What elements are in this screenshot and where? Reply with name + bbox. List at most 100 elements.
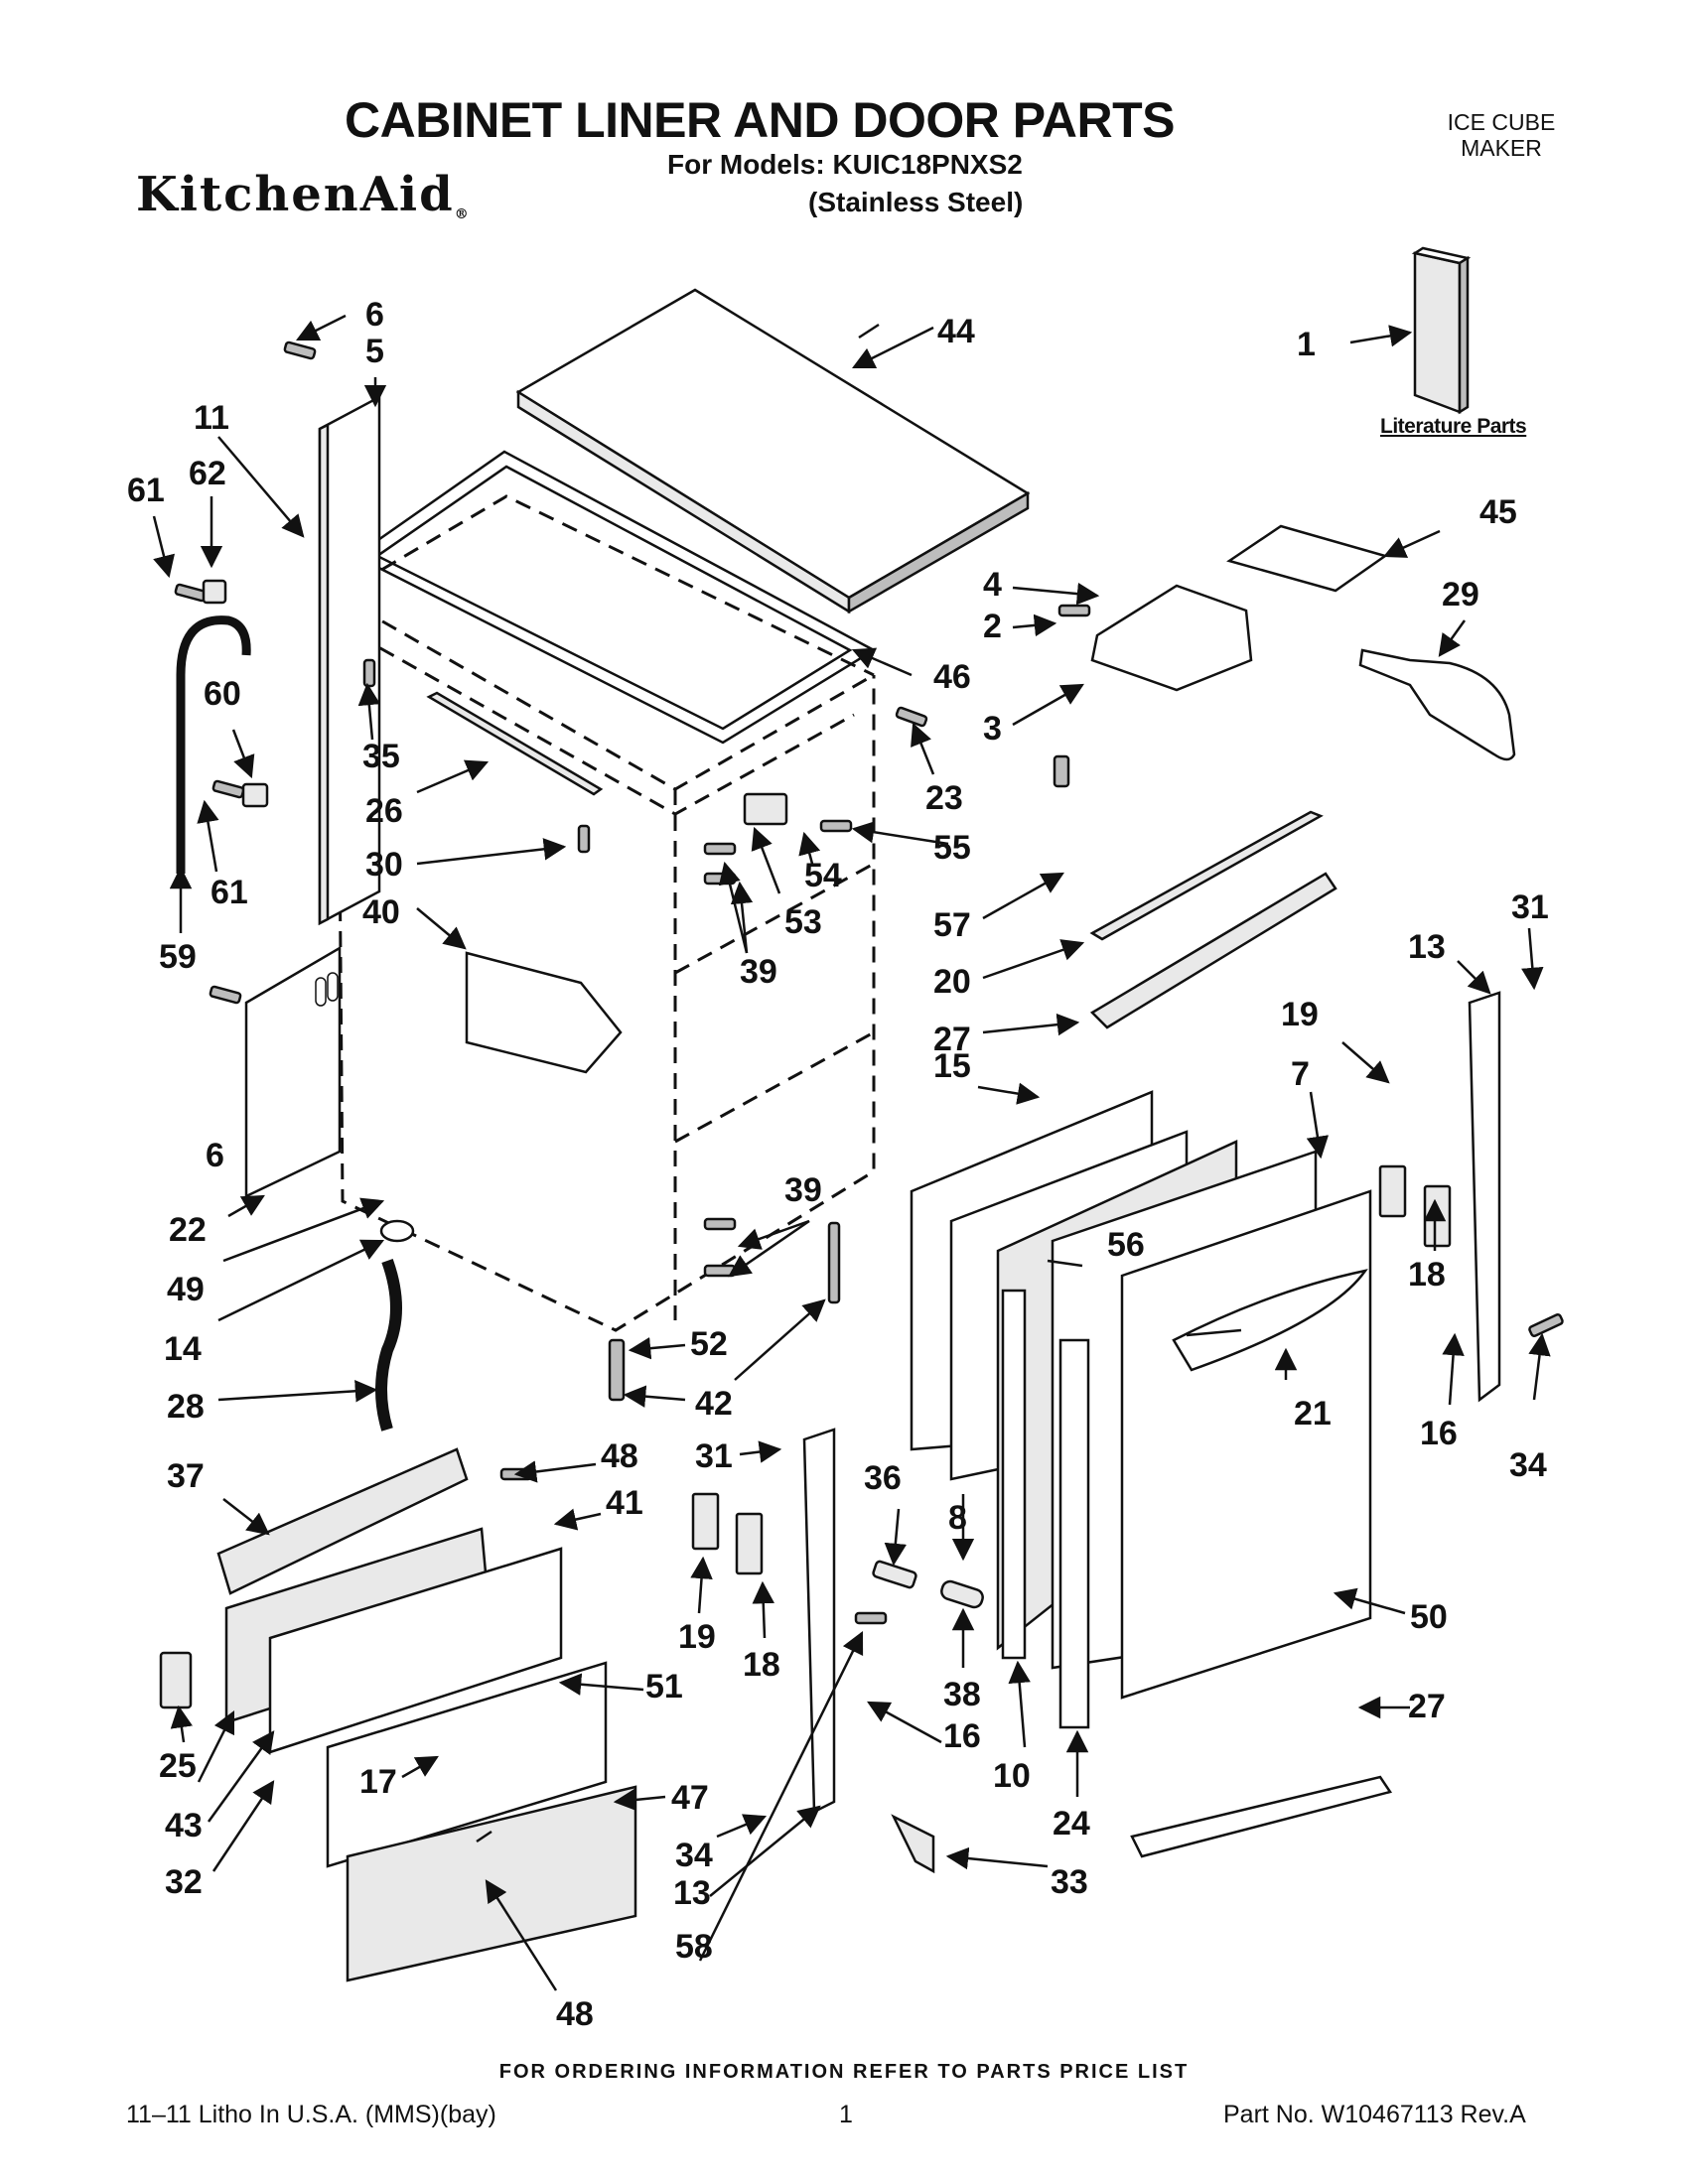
page-number: 1: [839, 2101, 853, 2128]
door-spring-part: [872, 1560, 917, 1589]
callout-14: 14: [164, 1330, 202, 1368]
product-category: ICE CUBE MAKER: [1402, 109, 1601, 161]
hose-clamp-part: [379, 1219, 415, 1243]
liner-gasket-part: [352, 450, 877, 745]
hinge-plate-part-upper: [1378, 1164, 1407, 1218]
callout-58: 58: [675, 1928, 713, 1966]
callout-7: 7: [1291, 1055, 1310, 1093]
callout-31-right: 31: [1511, 888, 1549, 926]
callout-5: 5: [365, 333, 384, 370]
model-variant: (Stainless Steel): [808, 187, 1024, 217]
hinge-bracket-part-upper: [1423, 1184, 1452, 1248]
right-hinge-post-part: [1468, 991, 1501, 1403]
callout-21: 21: [1294, 1395, 1332, 1433]
left-side-panel-part: [318, 394, 381, 926]
model-number-line: For Models: KUIC18PNXS2: [667, 149, 1023, 180]
brand-logo: KitchenAid®: [136, 167, 471, 222]
callout-51: 51: [645, 1668, 683, 1706]
callout-4: 4: [983, 566, 1002, 604]
callout-13-right: 13: [1408, 928, 1446, 966]
liner-rail-part: [426, 691, 604, 796]
grille-panel-part: [326, 1661, 608, 1868]
callout-33: 33: [1051, 1863, 1088, 1901]
hinge-bracket-part-lower: [735, 1512, 764, 1575]
callout-24: 24: [1053, 1805, 1090, 1843]
water-tube-part: [176, 615, 251, 874]
tube-clip-part-lower: [241, 782, 269, 808]
callout-11: 11: [194, 399, 229, 437]
leader-arrows: [152, 314, 1551, 1991]
door-hinge-part: [891, 1814, 935, 1874]
callout-39-upper: 39: [740, 953, 777, 991]
callout-40: 40: [362, 893, 400, 931]
hinge-plate-part-lower: [691, 1492, 720, 1551]
door-trim-strip-left-part: [1001, 1289, 1027, 1660]
literature-parts-label: Literature Parts: [1380, 415, 1527, 438]
ordering-note: FOR ORDERING INFORMATION REFER TO PARTS …: [498, 2061, 1190, 2083]
print-info: 11–11 Litho In U.S.A. (MMS)(bay): [126, 2101, 496, 2128]
product-category-line2: MAKER: [1461, 135, 1542, 161]
callout-1: 1: [1297, 326, 1316, 363]
callout-34-lower: 34: [675, 1837, 713, 1874]
callout-15: 15: [933, 1047, 971, 1085]
callout-36: 36: [864, 1459, 902, 1497]
callout-48-upper: 48: [601, 1437, 638, 1475]
callout-27-right: 27: [933, 1021, 971, 1058]
callout-46: 46: [933, 658, 971, 696]
front-channel-part: [1089, 810, 1324, 941]
callout-57: 57: [933, 906, 971, 944]
callout-18-lower: 18: [743, 1646, 780, 1684]
ice-scoop-part: [1358, 648, 1516, 761]
callout-30: 30: [365, 846, 403, 884]
callout-47: 47: [671, 1779, 709, 1817]
callout-35: 35: [362, 738, 400, 775]
callout-53: 53: [784, 903, 822, 941]
callout-32: 32: [165, 1863, 203, 1901]
callout-13-lower: 13: [673, 1874, 711, 1912]
left-hinge-post-part: [802, 1428, 836, 1814]
callout-26: 26: [365, 792, 403, 830]
callout-54: 54: [804, 857, 842, 894]
callout-28: 28: [167, 1388, 205, 1426]
kickplate-panel-part: [268, 1547, 563, 1754]
ice-deflector-part: [1090, 584, 1253, 692]
rear-panel-part: [244, 945, 342, 1198]
callout-19-right: 19: [1281, 996, 1319, 1033]
door-stop-pin-part: [940, 1579, 984, 1609]
literature-booklet-part: [1411, 246, 1472, 415]
callout-19-lower: 19: [678, 1618, 716, 1656]
callout-22: 22: [169, 1211, 207, 1249]
callout-44: 44: [937, 313, 975, 350]
callout-60: 60: [204, 675, 241, 713]
cabinet-liner-outline: [336, 494, 876, 1332]
front-channel-lower-part: [1089, 872, 1337, 1029]
callout-25: 25: [159, 1747, 197, 1785]
callout-27-lower: 27: [1408, 1688, 1446, 1725]
callout-31-lower: 31: [695, 1437, 733, 1475]
callout-42: 42: [695, 1385, 733, 1423]
callout-37: 37: [167, 1457, 205, 1495]
part-number: Part No. W10467113 Rev.A: [1223, 2101, 1526, 2128]
callout-20: 20: [933, 963, 971, 1001]
callout-10: 10: [993, 1757, 1031, 1795]
callout-38: 38: [943, 1676, 981, 1713]
callout-6-top: 6: [365, 296, 384, 334]
callout-55: 55: [933, 829, 971, 867]
callout-61-top: 61: [127, 472, 165, 509]
callout-49: 49: [167, 1271, 205, 1308]
callout-43: 43: [165, 1807, 203, 1844]
callout-labels: 1 2 3 4 5 6 6 7 8 10 11 13 13 14 15 16 1…: [127, 296, 1549, 2033]
callout-52: 52: [690, 1325, 728, 1363]
callout-29: 29: [1442, 576, 1479, 614]
callout-45: 45: [1479, 493, 1517, 531]
page-title: CABINET LINER AND DOOR PARTS: [345, 92, 1176, 148]
callout-23: 23: [925, 779, 963, 817]
callout-61-lower: 61: [211, 874, 248, 911]
callout-16-lower: 16: [943, 1717, 981, 1755]
callout-59: 59: [159, 938, 197, 976]
callout-17: 17: [359, 1763, 397, 1801]
bin-tray-part: [465, 951, 623, 1074]
callout-48-lower: 48: [556, 1995, 594, 2033]
door-trim-strip-part: [1058, 1338, 1090, 1729]
